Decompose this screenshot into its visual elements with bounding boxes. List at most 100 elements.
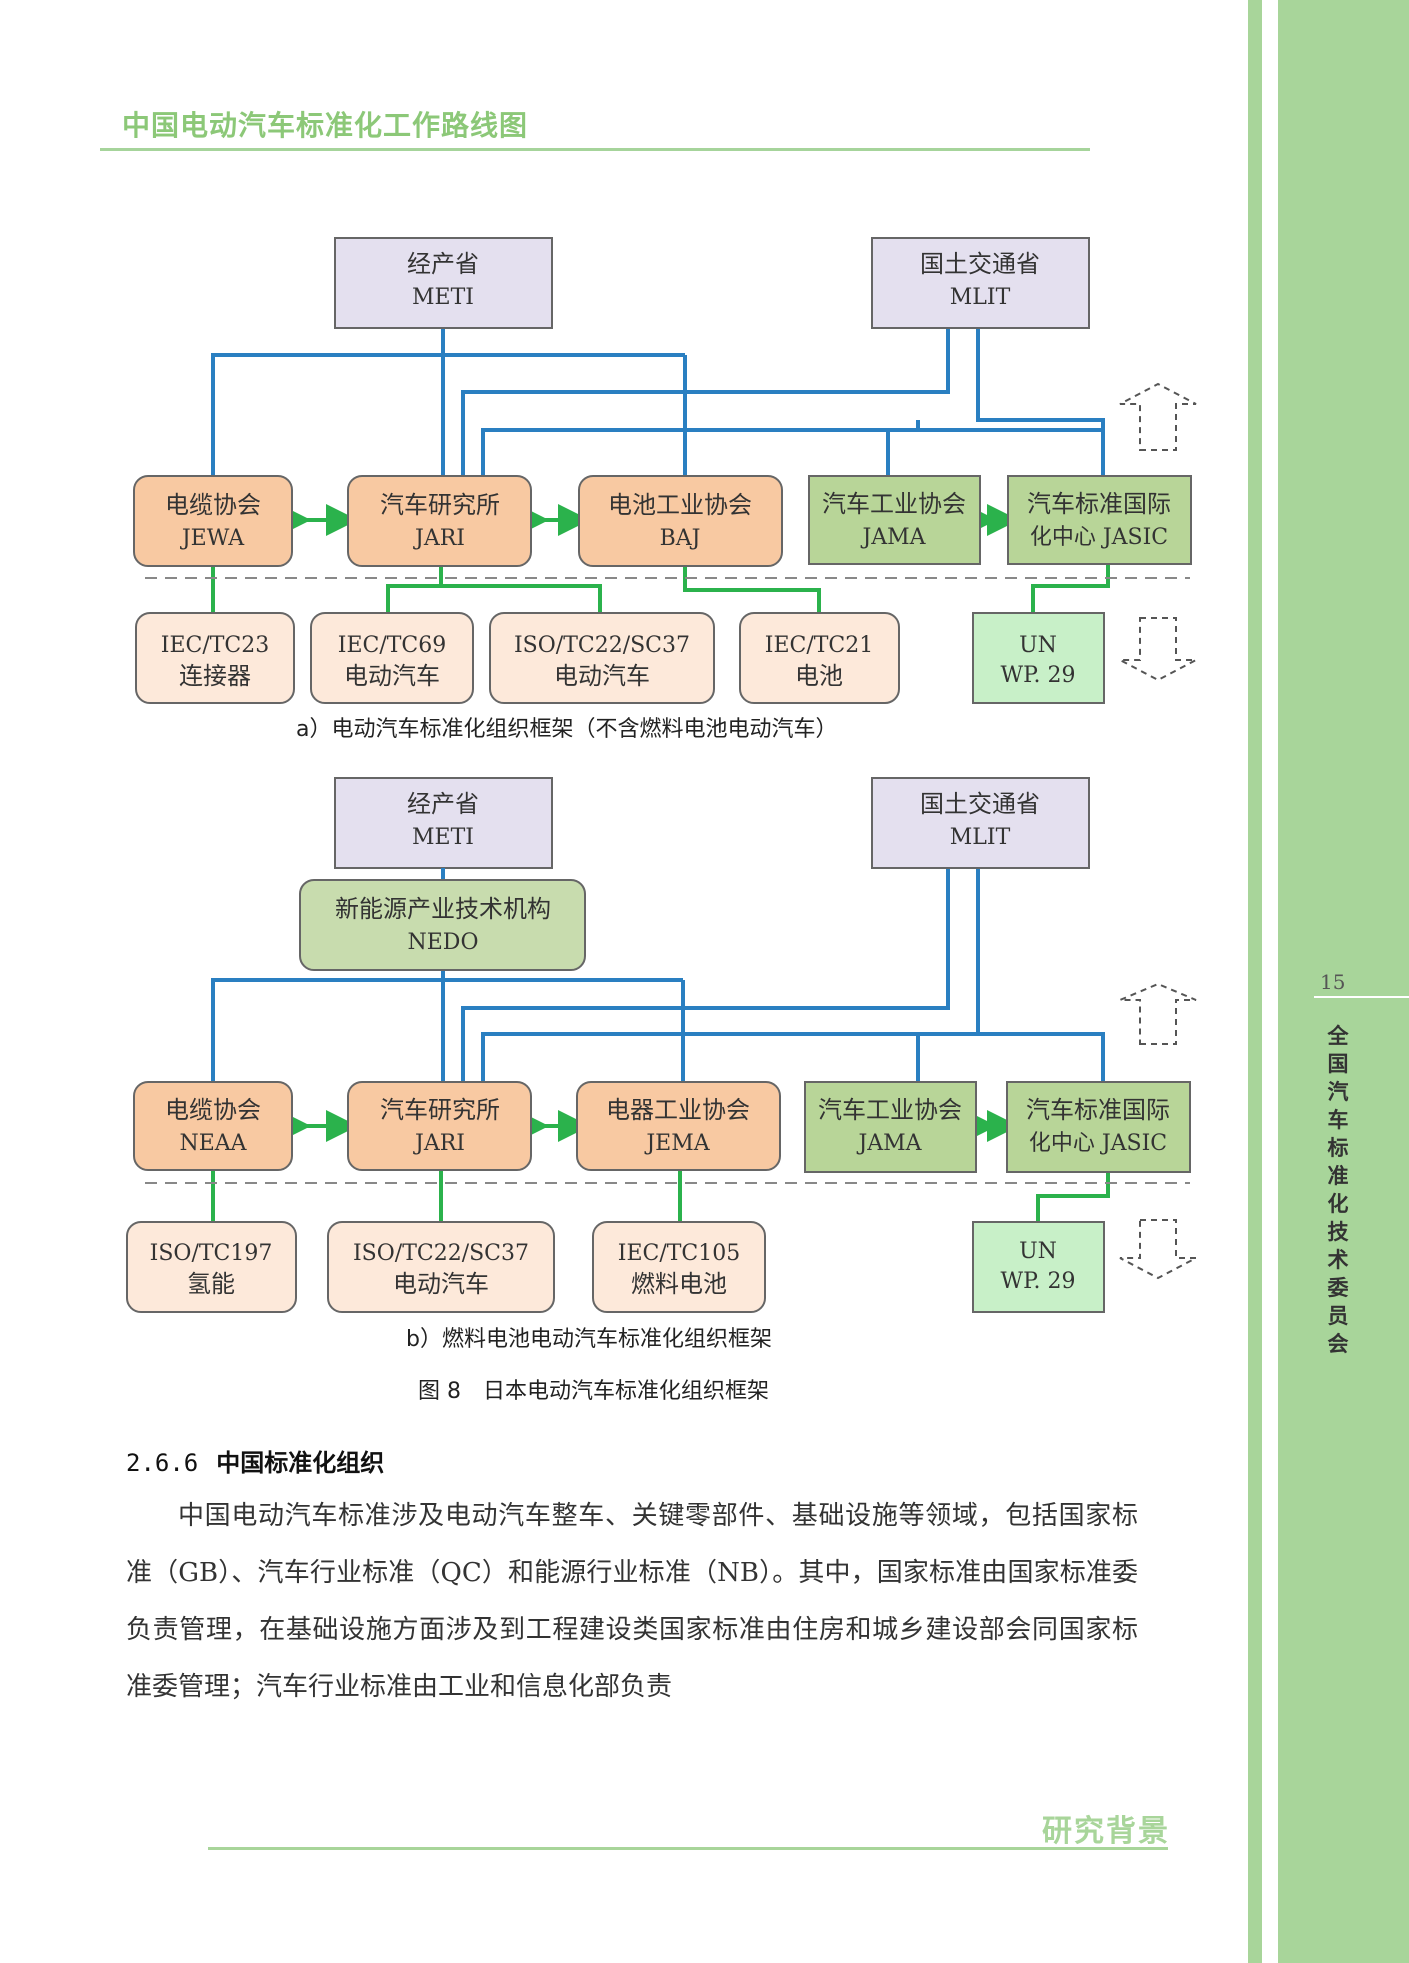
body-text: 中国电动汽车标准涉及电动汽车整车、关键零部件、基础设施等领域，包括国家标准（GB…	[126, 1488, 1138, 1716]
diagram-b-org-boxes: 电缆协会 NEAA 汽车研究所 JARI 电器工业协会 JEMA 汽车工业协会 …	[133, 1081, 1191, 1173]
un-line1-a: UN	[1019, 633, 1057, 658]
un-box-a	[972, 612, 1105, 704]
dashed-down-arrow-a	[1119, 617, 1197, 682]
footer-section-label: 研究背景	[1042, 1814, 1170, 1849]
committee-desc-b-3: 燃料电池	[631, 1270, 727, 1298]
org-name-a-5: 汽车标准国际	[1027, 490, 1171, 518]
side-band-thin	[1248, 0, 1262, 1963]
committee-code-a-4: IEC/TC21	[765, 633, 874, 658]
un-line1-b: UN	[1019, 1239, 1057, 1264]
mlit-name-b: 国土交通省	[920, 790, 1040, 818]
vertical-committee-title: 全国汽车标准化技术委员会	[1327, 1024, 1349, 1356]
committee-desc-a-4: 电池	[795, 662, 843, 690]
org-box-a-3	[578, 475, 783, 567]
un-line2-a: WP. 29	[1001, 663, 1076, 688]
org-abbr-a-4: JAMA	[860, 525, 926, 550]
meti-name-a: 经产省	[407, 250, 479, 278]
committee-box-a-2	[310, 612, 474, 704]
diagram-a	[211, 328, 1105, 476]
committee-code-b-3: IEC/TC105	[618, 1241, 741, 1266]
committee-desc-a-3: 电动汽车	[554, 662, 650, 690]
section-heading: 2.6.6 中国标准化组织	[126, 1443, 384, 1478]
org-box-a-4	[808, 475, 981, 565]
org-box-b-3	[576, 1081, 781, 1171]
org-box-b-4	[804, 1081, 977, 1173]
mlit-box-b	[871, 777, 1090, 869]
dashed-down-arrow-b	[1119, 1219, 1197, 1280]
org-box-a-1	[133, 475, 293, 567]
diagram-b	[211, 868, 1105, 1082]
org-box-b-1	[133, 1081, 293, 1171]
org-box-a-5	[1007, 475, 1192, 565]
mlit-abbr-a: MLIT	[950, 285, 1011, 310]
mlit-box-a	[871, 237, 1090, 329]
org-abbr-a-3: BAJ	[660, 526, 701, 551]
caption-b: b）燃料电池电动汽车标准化组织框架	[406, 1327, 772, 1352]
diagram-b-gov-boxes: 经产省 METI 国土交通省 MLIT 新能源产业技术机构 NEDO	[299, 777, 1090, 971]
meti-box-a	[334, 237, 553, 329]
committee-desc-b-1: 氢能	[187, 1270, 235, 1298]
dashed-up-arrow-b	[1119, 982, 1197, 1045]
nedo-name: 新能源产业技术机构	[335, 895, 551, 923]
org-framework-figure: 经产省 METI 国土交通省 MLIT 电缆协会 JEWA 汽车研究所 JARI…	[126, 237, 1197, 1404]
org-name-b-4: 汽车工业协会	[818, 1096, 962, 1124]
meti-abbr-a: METI	[412, 285, 474, 310]
footer-rule	[208, 1847, 1168, 1850]
committee-code-a-2: IEC/TC69	[338, 633, 447, 658]
diagram-a-committee-boxes: IEC/TC23 连接器 IEC/TC69 电动汽车 ISO/TC22/SC37…	[135, 612, 1105, 704]
nedo-box	[299, 879, 586, 971]
org-name-b-1: 电缆协会	[165, 1096, 261, 1124]
org-box-a-2	[347, 475, 532, 567]
org-box-b-2	[347, 1081, 532, 1171]
committee-box-b-2	[327, 1221, 555, 1313]
dashed-up-arrow-a	[1119, 382, 1197, 451]
org-abbr-a-1: JEWA	[180, 526, 245, 551]
org-abbr-b-5: 化中心 JASIC	[1029, 1131, 1167, 1156]
org-name-b-3: 电器工业协会	[606, 1096, 750, 1124]
committee-code-a-1: IEC/TC23	[161, 633, 270, 658]
mlit-name-a: 国土交通省	[920, 250, 1040, 278]
figure-title: 图 8 日本电动汽车标准化组织框架	[418, 1379, 769, 1404]
committee-desc-a-2: 电动汽车	[344, 662, 440, 690]
meti-name-b: 经产省	[407, 790, 479, 818]
section-number: 2.6.6	[126, 1449, 199, 1477]
org-abbr-b-2: JARI	[413, 1131, 465, 1156]
diagram-a-gov-boxes: 经产省 METI 国土交通省 MLIT	[334, 237, 1090, 329]
org-name-a-1: 电缆协会	[165, 491, 261, 519]
org-name-b-5: 汽车标准国际	[1026, 1096, 1170, 1124]
mlit-abbr-b: MLIT	[950, 825, 1011, 850]
org-abbr-a-2: JARI	[413, 526, 465, 551]
diagram-b-committee-boxes: ISO/TC197 氢能 ISO/TC22/SC37 电动汽车 IEC/TC10…	[126, 1221, 1105, 1313]
org-abbr-a-5: 化中心 JASIC	[1030, 525, 1168, 550]
committee-code-b-2: ISO/TC22/SC37	[353, 1241, 529, 1266]
org-name-a-2: 汽车研究所	[380, 491, 500, 519]
committee-box-a-4	[739, 612, 900, 704]
section-title: 中国标准化组织	[216, 1449, 385, 1477]
committee-code-b-1: ISO/TC197	[150, 1241, 273, 1266]
caption-a: a）电动汽车标准化组织框架（不含燃料电池电动汽车）	[296, 717, 837, 742]
page-number-rule	[1314, 996, 1409, 998]
org-abbr-b-1: NEAA	[179, 1131, 247, 1156]
committee-desc-a-1: 连接器	[179, 662, 251, 690]
nedo-abbr: NEDO	[408, 930, 479, 955]
org-abbr-b-4: JAMA	[856, 1131, 922, 1156]
diagram-b-dashed-arrows	[1119, 982, 1197, 1280]
running-header: 中国电动汽车标准化工作路线图	[122, 109, 529, 142]
org-name-b-2: 汽车研究所	[380, 1096, 500, 1124]
org-abbr-b-3: JEMA	[644, 1131, 710, 1156]
committee-box-b-3	[592, 1221, 766, 1313]
diagram-a-org-boxes: 电缆协会 JEWA 汽车研究所 JARI 电池工业协会 BAJ 汽车工业协会 J…	[133, 475, 1192, 567]
side-band	[1278, 0, 1409, 1963]
committee-box-a-3	[489, 612, 715, 704]
meti-abbr-b: METI	[412, 825, 474, 850]
un-line2-b: WP. 29	[1001, 1269, 1076, 1294]
meti-box-b	[334, 777, 553, 869]
body-paragraph: 中国电动汽车标准涉及电动汽车整车、关键零部件、基础设施等领域，包括国家标准（GB…	[126, 1501, 1138, 1702]
org-box-b-5	[1006, 1081, 1191, 1173]
committee-code-a-3: ISO/TC22/SC37	[514, 633, 690, 658]
committee-desc-b-2: 电动汽车	[393, 1270, 489, 1298]
un-box-b	[972, 1221, 1105, 1313]
page-number: 15	[1320, 970, 1346, 994]
committee-box-b-1	[126, 1221, 297, 1313]
org-name-a-3: 电池工业协会	[608, 491, 752, 519]
